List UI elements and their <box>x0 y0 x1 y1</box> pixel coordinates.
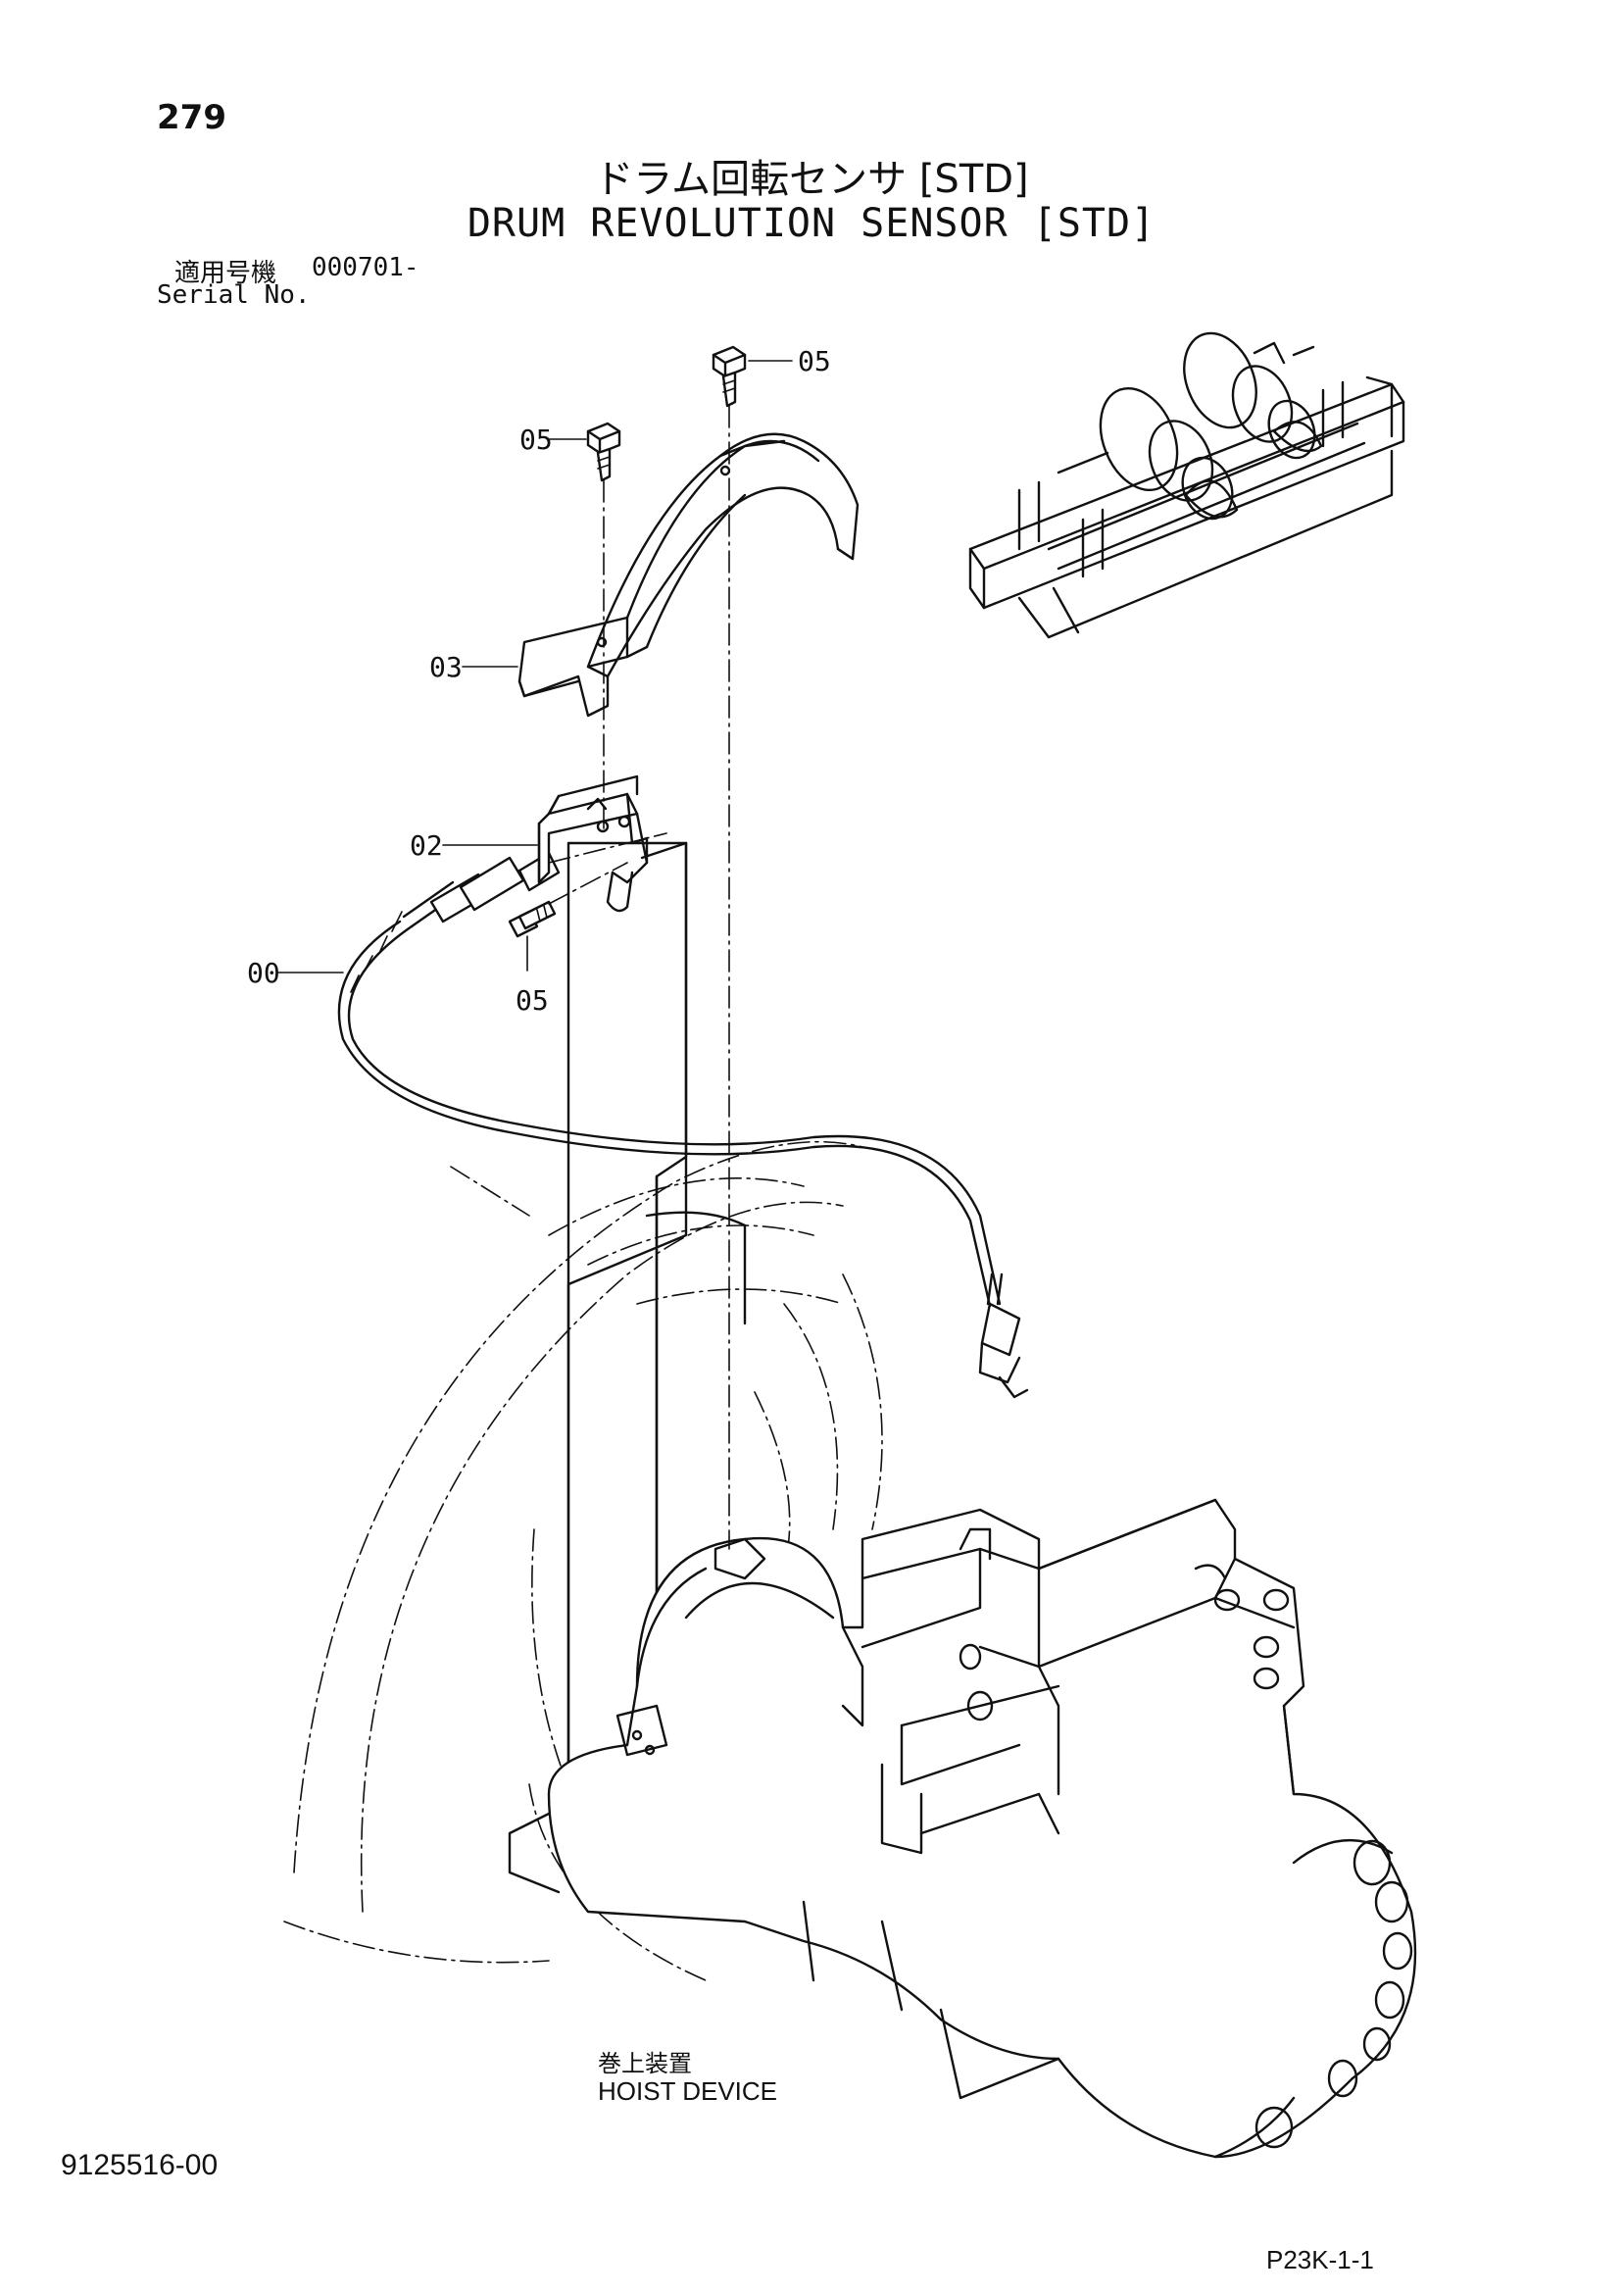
inset-reference-view <box>968 331 1405 639</box>
hoist-device-body <box>508 1211 1417 2159</box>
callout-cover: 03 <box>429 651 463 683</box>
callout-bolt-lower: 05 <box>516 984 549 1017</box>
document-number: 9125516-00 <box>61 2149 219 2181</box>
hoist-device-label-english: HOIST DEVICE <box>598 2076 778 2106</box>
bolt-top <box>712 345 747 1550</box>
bolt-lower <box>508 862 628 938</box>
page-code: P23K-1-1 <box>1266 2245 1374 2274</box>
serial-number-value: 000701- <box>312 253 419 282</box>
callout-leaders <box>277 360 793 973</box>
diagram-title-english: DRUM REVOLUTION SENSOR [STD] <box>467 201 1156 246</box>
bolt-left <box>586 422 621 834</box>
diagram-title-japanese: ドラム回転センサ [STD] <box>594 157 1029 202</box>
sensor-bracket <box>537 774 649 913</box>
drum-cover <box>517 432 860 718</box>
page-number: 279 <box>157 98 226 137</box>
callout-bolt-left: 05 <box>519 424 553 456</box>
callout-bracket: 02 <box>410 829 443 862</box>
hoist-device-label-japanese: 巻上装置 <box>598 2050 692 2077</box>
serial-label-english: Serial No. <box>157 280 311 310</box>
callout-sensor: 00 <box>247 957 280 989</box>
sensor-cable <box>337 911 1029 1399</box>
callout-bolt-top: 05 <box>798 345 831 377</box>
serial-label-japanese: 適用号機 <box>174 259 277 288</box>
